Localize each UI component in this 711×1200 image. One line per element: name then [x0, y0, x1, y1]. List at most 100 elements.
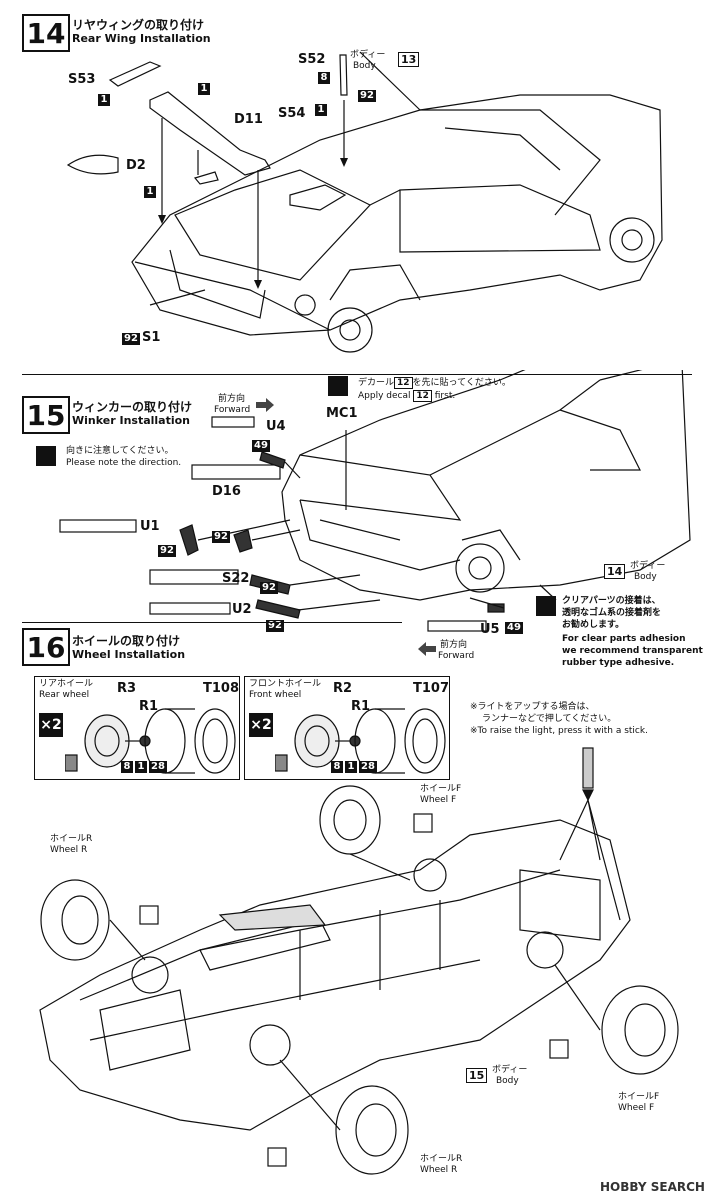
- part-s22: S22: [222, 571, 250, 586]
- clear-note-jp-2: 透明なゴム系の接着剤を: [562, 608, 662, 618]
- front-wheel-panel: フロントホイール Front wheel R2 T107 R1 ×2 8 1 2…: [244, 676, 450, 780]
- part-number-92-u1: 92: [158, 545, 176, 557]
- wheel-f-label-jp-right: ホイールF: [618, 1092, 660, 1102]
- wheel-r-label-jp-bottom: ホイールR: [420, 1154, 463, 1164]
- body-label-jp-s15: ボディー: [630, 561, 666, 571]
- clear-note-en-2: we recommend transparent: [562, 646, 703, 656]
- rear-wheel-drawing: [65, 708, 236, 774]
- step-14-title-en: Rear Wing Installation: [72, 32, 211, 45]
- part-number-1-front: 1: [345, 761, 357, 773]
- part-s54: S54: [278, 106, 306, 121]
- step-15-title-jp: ウィンカーの取り付け: [72, 400, 193, 414]
- forward-label-en-bottom: Forward: [438, 651, 475, 661]
- note-pencil-icon: [36, 446, 56, 466]
- forward-arrow-icon-bottom: [418, 642, 436, 656]
- part-number-49-u4: 49: [252, 440, 270, 452]
- body-label-en-s15: Body: [634, 572, 657, 582]
- clear-note-jp-1: クリアパーツの接着は、: [562, 596, 661, 606]
- step-14-title-jp: リヤウィングの取り付け: [72, 18, 205, 32]
- part-number-92-s52: 92: [358, 90, 376, 102]
- part-s52: S52: [298, 52, 326, 67]
- front-wheel-label-jp: フロントホイール: [249, 679, 322, 689]
- part-number-8-front: 8: [331, 761, 343, 773]
- body-label-en-s16: Body: [496, 1076, 519, 1086]
- part-number-92-d16: 92: [212, 531, 230, 543]
- part-number-28-front: 28: [359, 761, 377, 773]
- quantity-x2-rear: ×2: [39, 713, 63, 737]
- part-d11: D11: [234, 112, 263, 127]
- part-t108: T108: [203, 681, 240, 696]
- part-u4: U4: [266, 419, 286, 434]
- part-number-1-rear: 1: [135, 761, 147, 773]
- rear-wheel-panel: リアホイール Rear wheel R3 T108 R1 ×2 8 1 28: [34, 676, 240, 780]
- part-r3: R3: [117, 681, 137, 696]
- part-number-1-wing: 1: [198, 83, 210, 95]
- wheel-r-label-en-left: Wheel R: [50, 845, 88, 855]
- ref-13: 13: [398, 52, 420, 67]
- part-s53: S53: [68, 72, 96, 87]
- forward-arrow-icon: [256, 398, 274, 412]
- forward-label-jp-bottom: 前方向: [440, 640, 468, 650]
- clear-note-jp-3: お勧めします。: [562, 620, 625, 630]
- body-label-jp-s16: ボディー: [492, 1065, 528, 1075]
- part-r1-rear: R1: [139, 699, 159, 714]
- ref-15: 15: [466, 1068, 488, 1083]
- step-14-number: 14: [22, 14, 70, 52]
- step-16-title-jp: ホイールの取り付け: [72, 634, 181, 648]
- front-wheel-drawing: [275, 708, 446, 774]
- note-direction-jp: 向きに注意してください。: [66, 446, 174, 456]
- part-number-1-d2: 1: [144, 186, 156, 198]
- step-16-title-en: Wheel Installation: [72, 648, 186, 661]
- note-direction-en: Please note the direction.: [66, 458, 182, 468]
- divider-15-16: [22, 622, 402, 623]
- wheel-r-label-jp-left: ホイールR: [50, 834, 93, 844]
- wheel-r-label-en-bottom: Wheel R: [420, 1165, 458, 1175]
- part-number-1-s54: 1: [315, 104, 327, 116]
- decal-note-en: Apply decal 12 first.: [358, 390, 456, 402]
- wheel-f-label-jp-top: ホイールF: [420, 784, 462, 794]
- divider-14-15: [22, 374, 692, 375]
- part-number-92-u2: 92: [266, 620, 284, 632]
- light-note-en: ※To raise the light, press it with a sti…: [470, 726, 648, 736]
- part-number-8-rear: 8: [121, 761, 133, 773]
- step-15-number: 15: [22, 396, 70, 434]
- part-number-1-s53: 1: [98, 94, 110, 106]
- part-u1: U1: [140, 519, 160, 534]
- part-number-8-s52: 8: [318, 72, 330, 84]
- part-number-28-rear: 28: [149, 761, 167, 773]
- light-note-jp-1: ※ライトをアップする場合は、: [470, 702, 595, 712]
- part-r1-front: R1: [351, 699, 371, 714]
- front-wheel-label-en: Front wheel: [249, 690, 302, 700]
- quantity-x2-front: ×2: [249, 713, 273, 737]
- underside-car-drawing: [39, 747, 679, 1175]
- wheel-f-label-en-right: Wheel F: [618, 1103, 655, 1113]
- rear-wheel-label-en: Rear wheel: [39, 690, 90, 700]
- part-number-49-u5: 49: [505, 622, 523, 634]
- part-u5: U5: [480, 622, 500, 637]
- rear-wheel-label-jp: リアホイール: [39, 679, 94, 689]
- part-d2: D2: [126, 158, 146, 173]
- part-t107: T107: [413, 681, 450, 696]
- part-u2: U2: [232, 602, 252, 617]
- winker-drawing: [59, 370, 691, 632]
- body-label-en-s14: Body: [353, 61, 376, 71]
- part-r2: R2: [333, 681, 353, 696]
- note-pencil-icon-decal: [328, 376, 348, 396]
- light-note-jp-2: ランナーなどで押してください。: [482, 714, 617, 724]
- clear-note-en-1: For clear parts adhesion: [562, 634, 686, 644]
- hobby-search-watermark: HOBBY SEARCH: [600, 1180, 705, 1194]
- body-label-jp-s14: ボディー: [350, 50, 386, 60]
- part-number-92-s22: 92: [260, 582, 278, 594]
- rear-wing-drawing: [66, 51, 663, 353]
- step-16-number: 16: [22, 628, 70, 666]
- part-s1: S1: [142, 330, 161, 345]
- ref-14: 14: [604, 564, 626, 579]
- note-pencil-icon-clear: [536, 596, 556, 616]
- clear-note-en-3: rubber type adhesive.: [562, 658, 675, 668]
- step-15-title-en: Winker Installation: [72, 414, 191, 427]
- part-d16: D16: [212, 484, 241, 499]
- wheel-f-label-en-top: Wheel F: [420, 795, 457, 805]
- part-number-92-s1: 92: [122, 333, 140, 345]
- forward-label-en-top: Forward: [214, 405, 251, 415]
